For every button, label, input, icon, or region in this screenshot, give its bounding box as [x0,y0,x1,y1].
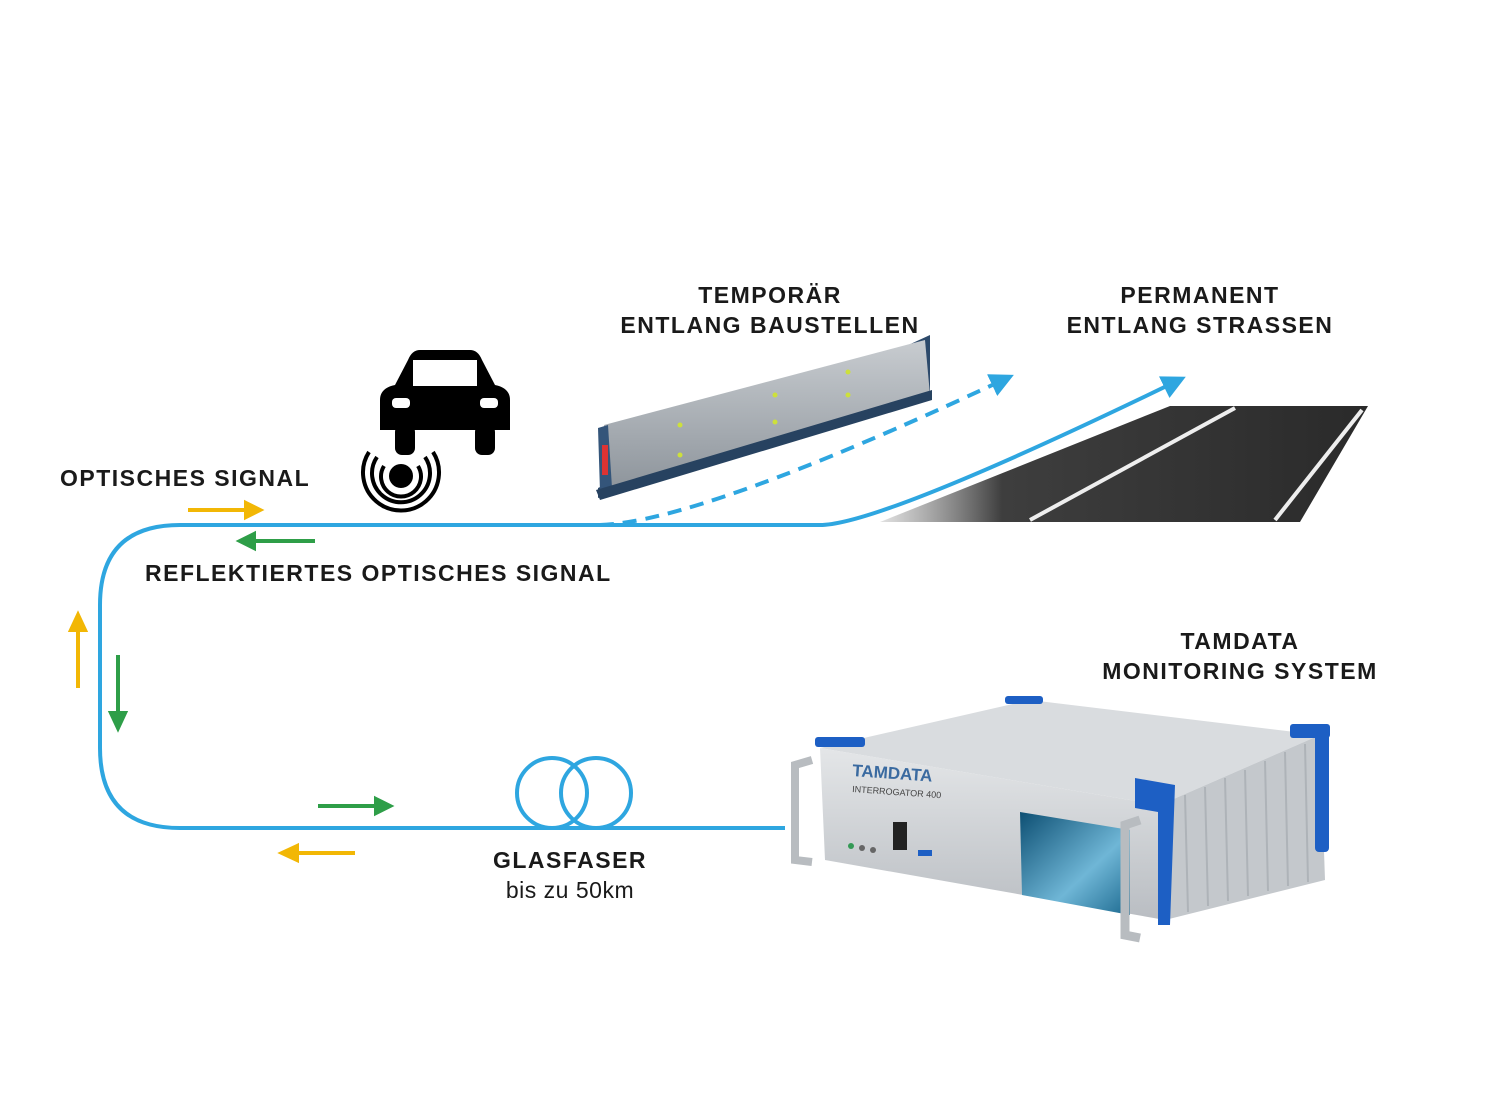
car-icon [380,350,510,455]
monitoring-system-label-line1: TAMDATA [1180,628,1300,654]
optical-signal-arrow-icon [188,499,265,521]
optical-signal-label: OPTISCHES SIGNAL [60,465,311,491]
temporary-label: TEMPORÄR ENTLANG BAUSTELLEN [600,280,940,340]
permanent-label-line1: PERMANENT [1120,282,1280,308]
sensor-signal-icon [361,450,441,513]
permanent-label: PERMANENT ENTLANG STRASSEN [1040,280,1360,340]
reflected-signal-label: REFLEKTIERTES OPTISCHES SIGNAL [145,560,612,586]
temporary-label-line1: TEMPORÄR [698,282,842,308]
fiber-coil-icon [515,756,633,830]
fiber-optic-line [98,376,1186,830]
fiber-label: GLASFASER bis zu 50km [460,845,680,905]
monitoring-system-label-line2: MONITORING SYSTEM [1102,658,1378,684]
road-image [880,406,1368,522]
signal-left-arrow-icon [277,842,355,864]
monitoring-device-image: TAMDATA INTERROGATOR 400 [791,696,1330,943]
signal-up-arrow-icon [67,610,89,688]
fiber-branch-dashed [599,374,1014,527]
reflected-signal-arrow-icon [235,530,315,552]
fiber-length: bis zu 50km [505,877,635,903]
fiber-title: GLASFASER [492,847,648,873]
temporary-label-line2: ENTLANG BAUSTELLEN [620,312,920,338]
monitoring-system-label: TAMDATA MONITORING SYSTEM [1080,626,1400,686]
reflected-right-arrow-icon [318,795,395,817]
construction-barrier-image [596,335,932,500]
reflected-down-arrow-icon [107,655,129,733]
permanent-label-line2: ENTLANG STRASSEN [1066,312,1334,338]
